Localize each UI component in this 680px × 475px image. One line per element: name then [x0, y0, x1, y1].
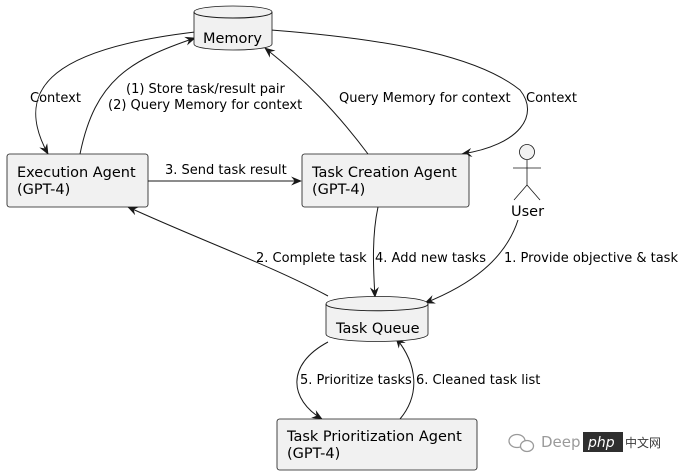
- edge-memory-to-execution: [35, 31, 196, 155]
- task-creation-agent-model: (GPT-4): [312, 182, 365, 198]
- task-queue-node: Task Queue: [325, 296, 429, 342]
- execution-agent-title: Execution Agent: [17, 165, 136, 181]
- memory-label: Memory: [203, 31, 262, 47]
- wechat-icon: [508, 433, 535, 453]
- user-head-icon: [519, 144, 535, 160]
- task-prioritization-agent-node: Task Prioritization Agent (GPT-4): [276, 418, 478, 471]
- label-creation-to-queue: 4. Add new tasks: [375, 251, 486, 266]
- task-queue-label: Task Queue: [335, 321, 420, 337]
- edge-creation-to-queue: [369, 206, 379, 298]
- label-execution-to-creation: 3. Send task result: [165, 163, 287, 178]
- edge-execution-to-memory: [79, 36, 196, 155]
- memory-node: Memory: [193, 5, 273, 51]
- task-creation-agent-title: Task Creation Agent: [311, 165, 457, 181]
- label-creation-to-memory: Query Memory for context: [339, 91, 511, 106]
- watermark: Deep php 中文网: [508, 432, 661, 453]
- execution-agent-node: Execution Agent (GPT-4): [6, 153, 149, 208]
- task-prioritization-agent-title: Task Prioritization Agent: [286, 429, 462, 445]
- edge-user-to-queue: [424, 219, 519, 304]
- edge-memory-to-creation: [270, 29, 529, 157]
- edge-queue-to-execution: [127, 206, 329, 297]
- edge-queue-to-prioritization: [296, 341, 329, 420]
- edge-prioritization-to-queue: [395, 337, 415, 420]
- label-execution-to-memory-1: (1) Store task/result pair: [126, 82, 286, 97]
- label-queue-to-prioritization: 5. Prioritize tasks: [300, 373, 412, 388]
- label-memory-to-execution: Context: [30, 91, 81, 106]
- watermark-brand: Deep: [541, 433, 581, 451]
- label-execution-to-memory-2: (2) Query Memory for context: [108, 98, 302, 113]
- label-prioritization-to-queue: 6. Cleaned task list: [416, 373, 540, 388]
- user-actor: User: [511, 144, 544, 220]
- watermark-badge-bg: [583, 432, 623, 452]
- edge-creation-to-memory: [264, 47, 369, 155]
- execution-agent-model: (GPT-4): [17, 182, 70, 198]
- watermark-suffix: 中文网: [625, 435, 661, 450]
- user-label: User: [511, 204, 544, 220]
- task-creation-agent-node: Task Creation Agent (GPT-4): [301, 153, 470, 208]
- label-user-to-queue: 1. Provide objective & task: [504, 251, 678, 266]
- task-prioritization-agent-model: (GPT-4): [287, 446, 340, 462]
- watermark-badge: php: [587, 435, 615, 451]
- label-queue-to-execution: 2. Complete task: [256, 251, 367, 266]
- label-memory-to-creation: Context: [526, 91, 577, 106]
